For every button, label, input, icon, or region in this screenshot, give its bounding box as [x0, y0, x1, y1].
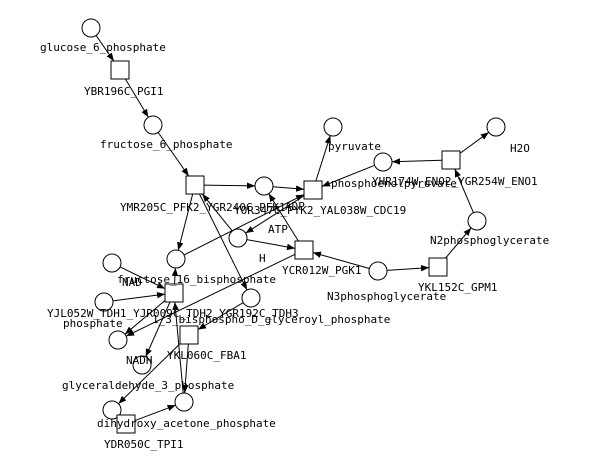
reaction-node-TPI1[interactable] [116, 414, 136, 434]
metabolite-node-NADH[interactable] [132, 355, 152, 375]
metabolite-node-ADP[interactable] [254, 176, 274, 196]
edge-fructose_6_phosphate-to-PFK [157, 132, 190, 177]
metabolite-node-H[interactable] [166, 249, 186, 269]
metabolite-label-fructose_16_bisphosphate: fructose_16_bisphosphate [117, 273, 276, 286]
edge-phosphate-to-TDH [112, 292, 166, 302]
edge-FBA1-to-dihydroxy_acetone_phosphate [118, 343, 181, 405]
reaction-label-PGI1: YBR196C_PGI1 [84, 85, 163, 98]
edge-PGK1-to-glycerate_13_bisphosphate [125, 253, 296, 337]
edge-N3phosphoglycerate-to-GPM1 [386, 264, 430, 272]
metabolite-node-N2phosphoglycerate[interactable] [467, 211, 487, 231]
reaction-label-PGK1: YCR012W_PGK1 [282, 264, 361, 277]
reaction-node-PGK1[interactable] [294, 240, 314, 260]
metabolite-label-ATP: ATP [268, 223, 288, 236]
metabolite-label-glucose_6_phosphate: glucose_6_phosphate [40, 41, 166, 54]
reaction-label-FBA1: YKL060C_FBA1 [167, 349, 246, 362]
metabolite-node-glucose_6_phosphate[interactable] [81, 18, 101, 38]
edge-fructose_16_bisphosphate-to-FBA1 [197, 302, 244, 331]
metabolite-node-pyruvate[interactable] [323, 117, 343, 137]
edge-ENO-to-H2O [459, 131, 490, 154]
metabolite-node-ATP[interactable] [228, 228, 248, 248]
reaction-node-FBA1[interactable] [179, 325, 199, 345]
metabolite-label-pyruvate: pyruvate [328, 140, 381, 153]
edge-TPI1-to-glyceraldehyde_3_phosphate [134, 404, 176, 422]
reaction-label-PYK: YOR347C_PYK2_YAL038W_CDC19 [234, 204, 406, 217]
reaction-node-PYK[interactable] [303, 180, 323, 200]
edge-N2phosphoglycerate-to-ENO [454, 168, 474, 213]
edge-GPM1-to-N2phosphoglycerate [445, 227, 472, 259]
reaction-node-GPM1[interactable] [428, 257, 448, 277]
edge-PGI1-to-fructose_6_phosphate [124, 78, 149, 118]
edge-PGK1-to-ADP [268, 193, 299, 242]
metabolite-node-phosphate[interactable] [94, 292, 114, 312]
reaction-label-TDH: YJL052W_TDH1_YJR009C_TDH2_YGR192C_TDH3 [47, 307, 299, 320]
reaction-node-TDH[interactable] [164, 283, 184, 303]
metabolite-label-glycerate_13_bisphosphate: 1_3_bisphospho_D_glyceroyl_phosphate [152, 313, 390, 326]
edge-FBA1-to-glyceraldehyde_3_phosphate [182, 343, 189, 394]
metabolite-node-fructose_6_phosphate[interactable] [143, 115, 163, 135]
reaction-label-TPI1: YDR050C_TPI1 [104, 438, 183, 451]
reaction-label-GPM1: YKL152C_GPM1 [418, 281, 497, 294]
metabolite-label-N2phosphoglycerate: N2phosphoglycerate [430, 234, 549, 247]
edge-PYK-to-pyruvate [315, 135, 331, 182]
edge-phosphoenolpyruvate-to-PYK [321, 164, 375, 187]
metabolite-label-glyceraldehyde_3_phosphate: glyceraldehyde_3_phosphate [62, 379, 234, 392]
metabolite-node-glyceraldehyde_3_phosphate[interactable] [174, 392, 194, 412]
edge-H-to-PYK [183, 194, 305, 256]
edge-glyceraldehyde_3_phosphate-to-TDH [172, 301, 184, 394]
edge-PFK-to-H [177, 193, 194, 251]
edge-glucose_6_phosphate-to-PGI1 [95, 35, 115, 62]
edge-ATP-to-PFK [201, 193, 233, 232]
metabolite-label-NAD: NAD [122, 276, 142, 289]
reaction-node-PGI1[interactable] [110, 60, 130, 80]
edge-PFK-to-ADP [203, 182, 256, 189]
edge-N3phosphoglycerate-to-PGK1 [312, 251, 370, 270]
metabolite-label-phosphoenolpyruvate: phosphoenolpyruvate [331, 177, 457, 190]
metabolite-label-H2O: H2O [510, 142, 530, 155]
reaction-node-PFK[interactable] [185, 175, 205, 195]
metabolite-label-dihydroxy_acetone_phosphate: dihydroxy_acetone_phosphate [97, 417, 276, 430]
edge-TDH-to-glycerate_13_bisphosphate [124, 300, 166, 335]
edge-TDH-to-H [171, 267, 179, 285]
reaction-label-ENO: YHR174W_ENO2_YGR254W_ENO1 [372, 175, 538, 188]
edge-NAD-to-TDH [119, 266, 166, 290]
metabolite-label-N3phosphoglycerate: N3phosphoglycerate [327, 290, 446, 303]
nodes-layer [81, 18, 506, 434]
metabolite-label-phosphate: phosphate [63, 317, 123, 330]
reaction-label-PFK: YMR205C_PFK2_YGR240C_PFK1 [120, 201, 286, 214]
metabolite-label-H: H [259, 252, 266, 265]
edge-TDH-to-NADH [145, 301, 171, 357]
metabolite-label-ADP: ADP [285, 200, 305, 213]
metabolite-node-glycerate_13_bisphosphate[interactable] [108, 330, 128, 350]
metabolite-label-NADH: NADH [126, 354, 153, 367]
reaction-node-ENO[interactable] [441, 150, 461, 170]
edge-ATP-to-PGK1 [246, 239, 296, 251]
edge-PFK-to-fructose_16_bisphosphate [199, 193, 248, 291]
edge-PYK-to-ATP [245, 195, 305, 234]
metabolite-label-fructose_6_phosphate: fructose_6_phosphate [100, 138, 232, 151]
edges-layer [95, 35, 490, 423]
edge-ADP-to-PYK [272, 185, 305, 192]
metabolite-node-N3phosphoglycerate[interactable] [368, 261, 388, 281]
metabolite-node-fructose_16_bisphosphate[interactable] [241, 288, 261, 308]
metabolite-node-H2O[interactable] [486, 117, 506, 137]
metabolite-node-NAD[interactable] [102, 253, 122, 273]
metabolite-node-phosphoenolpyruvate[interactable] [373, 152, 393, 172]
edge-ENO-to-phosphoenolpyruvate [391, 158, 443, 165]
